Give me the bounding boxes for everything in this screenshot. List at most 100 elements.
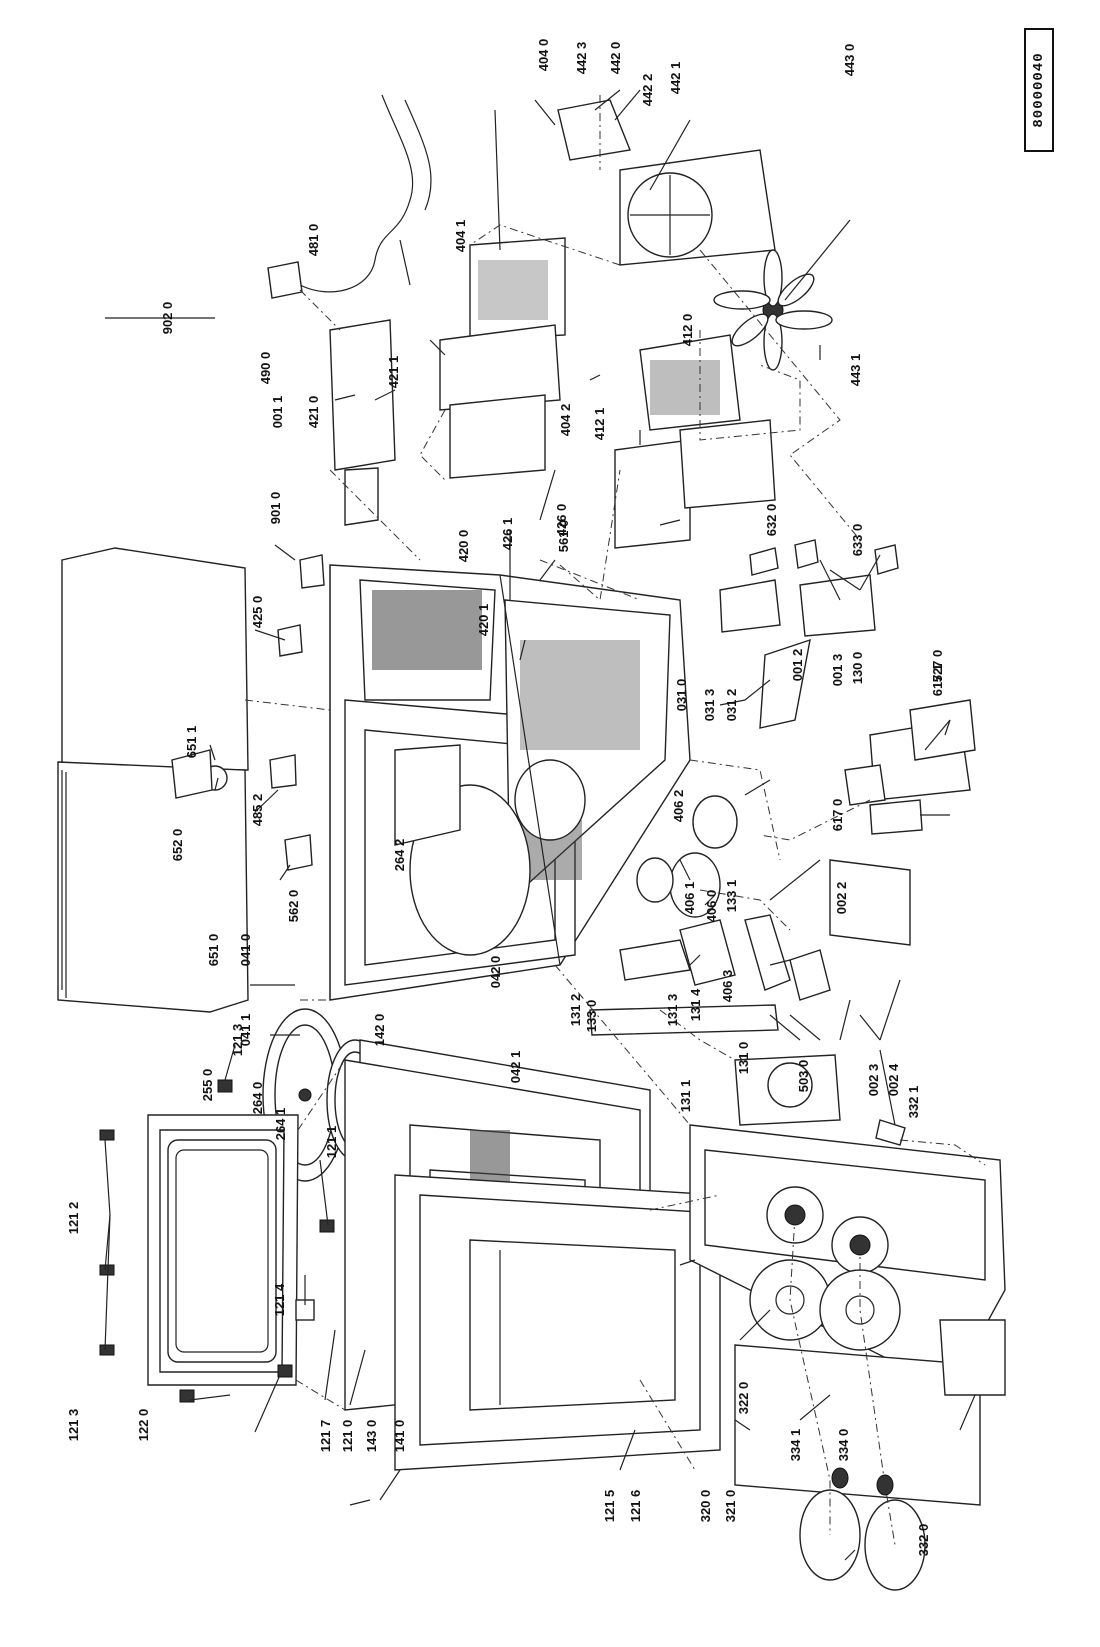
- part-label-031-0: 031 0: [674, 679, 689, 712]
- part-label-143-0: 143 0: [364, 1420, 379, 1453]
- leader-lines: [104, 89, 976, 1561]
- part-label-141-0: 141 0: [392, 1420, 407, 1453]
- part-label-443-0: 443 0: [842, 44, 857, 77]
- part-label-002-3: 002 3: [866, 1064, 881, 1097]
- part-label-412-1: 412 1: [592, 408, 607, 441]
- part-label-121-5: 121 5: [602, 1490, 617, 1523]
- part-label-121-6: 121 6: [628, 1490, 643, 1523]
- part-label-121-7: 121 7: [318, 1420, 333, 1453]
- part-label-131-0: 131 0: [736, 1042, 751, 1075]
- part-number-labels: 902 0 901 0 001 1 425 0 651 1 652 0 485 2 562 0…: [66, 39, 945, 1557]
- part-label-332-0: 332 0: [916, 1524, 931, 1557]
- part-label-320-0: 320 0: [698, 1490, 713, 1523]
- part-label-334-1: 334 1: [788, 1429, 803, 1462]
- part-label-562-0: 562 0: [286, 890, 301, 923]
- part-label-652-0: 652 0: [170, 829, 185, 862]
- part-label-142-0: 142 0: [372, 1014, 387, 1047]
- part-label-042-1: 042 1: [508, 1051, 523, 1084]
- part-label-322-0: 322 0: [736, 1382, 751, 1415]
- part-label-133-0: 133 0: [584, 1000, 599, 1033]
- part-label-041-0: 041 0: [238, 934, 253, 967]
- part-label-031-3: 031 3: [702, 689, 717, 722]
- part-label-404-0: 404 0: [536, 39, 551, 72]
- part-label-406-0: 406 0: [704, 890, 719, 923]
- interlock-assembly: [589, 795, 831, 1036]
- upper-electrical-components: [329, 99, 833, 549]
- part-label-131-3: 131 3: [665, 994, 680, 1027]
- part-label-121-2: 121 2: [66, 1202, 81, 1235]
- part-label-001-1: 001 1: [270, 396, 285, 429]
- part-label-321-0: 321 0: [723, 1490, 738, 1523]
- part-label-442-1: 442 1: [668, 62, 683, 95]
- part-label-264-1: 264 1: [273, 1108, 288, 1141]
- part-label-412-0: 412 0: [680, 314, 695, 347]
- part-label-420-1: 420 1: [476, 604, 491, 637]
- timer-module: [734, 1054, 906, 1146]
- part-label-442-3: 442 3: [574, 42, 589, 75]
- part-label-332-1: 332 1: [906, 1086, 921, 1119]
- part-label-902-0: 902 0: [160, 302, 175, 335]
- oven-cavity-chassis: [329, 564, 691, 1001]
- part-label-002-2: 002 2: [834, 882, 849, 915]
- part-label-121-0: 121 0: [340, 1420, 355, 1453]
- lamp-and-switches: [171, 554, 325, 871]
- part-label-485-2: 485 2: [250, 794, 265, 827]
- part-label-334-0: 334 0: [836, 1429, 851, 1462]
- drawing-code-box: 80000040: [1024, 28, 1054, 152]
- part-label-901-0: 901 0: [268, 492, 283, 525]
- door-assembly: [344, 1039, 721, 1471]
- part-label-121-4: 121 4: [272, 1283, 287, 1316]
- part-label-002-4: 002 4: [886, 1063, 901, 1096]
- part-label-121-1: 121 1: [324, 1126, 339, 1159]
- part-label-421-1: 421 1: [386, 356, 401, 389]
- door-frame-122: [99, 1079, 335, 1403]
- part-label-651-0: 651 0: [206, 934, 221, 967]
- outer-cover: [57, 547, 249, 1013]
- part-label-122-0: 122 0: [136, 1409, 151, 1442]
- part-label-042-0: 042 0: [488, 956, 503, 989]
- part-label-425-0: 425 0: [250, 596, 265, 629]
- part-label-442-2: 442 2: [640, 74, 655, 107]
- assembly-guide-lines: [244, 95, 986, 1546]
- part-label-421-0: 421 0: [306, 396, 321, 429]
- part-label-617-0: 617 0: [830, 799, 845, 832]
- part-label-490-0: 490 0: [258, 352, 273, 385]
- part-label-632-0: 632 0: [764, 504, 779, 537]
- part-label-131-2: 131 2: [568, 994, 583, 1027]
- part-label-130-0: 130 0: [850, 652, 865, 685]
- part-label-406-3: 406 3: [720, 970, 735, 1003]
- part-label-264-0: 264 0: [250, 1082, 265, 1115]
- part-label-527-0: 527 0: [930, 650, 945, 683]
- part-label-001-2: 001 2: [790, 649, 805, 682]
- part-label-121-3: 121 3: [230, 1024, 245, 1057]
- power-cord: [267, 94, 432, 299]
- part-label-404-2: 404 2: [558, 404, 573, 437]
- part-label-121-3: 121 3: [66, 1409, 81, 1442]
- part-label-406-1: 406 1: [682, 882, 697, 915]
- part-label-131-4: 131 4: [688, 988, 703, 1021]
- part-label-503-0: 503 0: [796, 1060, 811, 1093]
- part-label-031-2: 031 2: [724, 689, 739, 722]
- part-label-406-2: 406 2: [671, 790, 686, 823]
- part-label-426-1: 426 1: [500, 518, 515, 551]
- part-label-633-0: 633 0: [850, 524, 865, 557]
- part-label-001-3: 001 3: [830, 654, 845, 687]
- part-label-131-1: 131 1: [678, 1080, 693, 1113]
- part-label-133-1: 133 1: [724, 880, 739, 913]
- part-label-264-2: 264 2: [392, 839, 407, 872]
- part-label-255-0: 255 0: [200, 1069, 215, 1102]
- part-label-561-0: 561 0: [556, 520, 571, 553]
- part-label-041-1: 041 1: [238, 1014, 253, 1047]
- part-label-651-1: 651 1: [184, 726, 199, 759]
- part-label-443-1: 443 1: [848, 354, 863, 387]
- part-label-404-1: 404 1: [453, 220, 468, 253]
- part-label-420-0: 420 0: [456, 530, 471, 563]
- part-label-442-0: 442 0: [608, 42, 623, 75]
- drawing-code: 80000040: [1031, 52, 1047, 128]
- control-panel: [689, 1124, 1006, 1591]
- right-side-parts: [719, 539, 976, 946]
- part-label-481-0: 481 0: [306, 224, 321, 257]
- part-label-426-0: 426 0: [554, 504, 569, 537]
- part-label-617-1: 617 1: [930, 664, 945, 697]
